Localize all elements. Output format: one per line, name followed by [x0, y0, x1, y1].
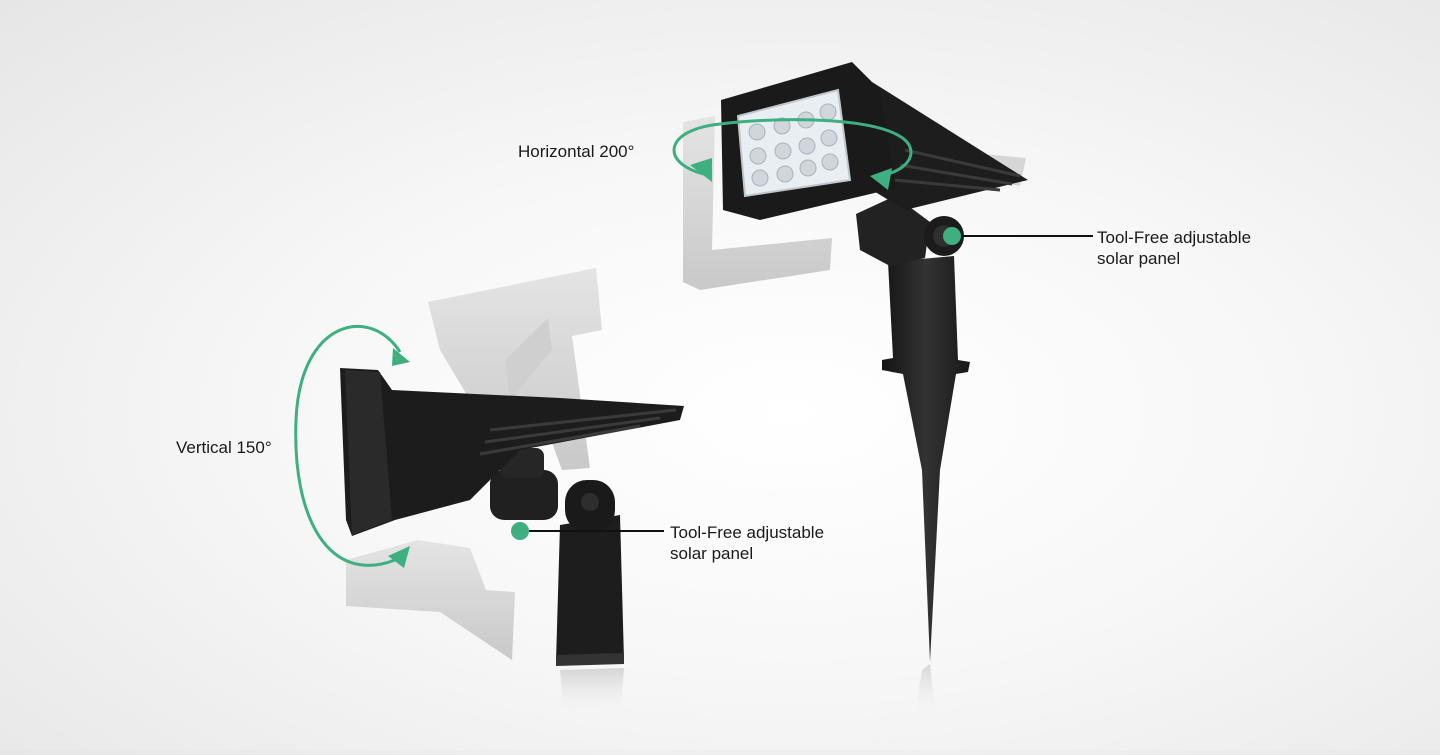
callout-dot-bottom [511, 522, 529, 540]
solar-panel-right [872, 82, 1028, 210]
callout-label-bottom: Tool-Free adjustable solar panel [670, 522, 824, 564]
horizontal-rotation-arrow [672, 118, 913, 178]
vertical-rotation-label: Vertical 150° [176, 437, 272, 458]
horizontal-label-text: Horizontal 200° [518, 142, 635, 161]
lamp-head-left [340, 368, 684, 536]
callout-top-line1: Tool-Free adjustable [1097, 228, 1252, 247]
vertical-rotation-arrow [294, 324, 402, 567]
ground-stake [882, 256, 970, 720]
callout-label-top: Tool-Free adjustable solar panel [1097, 227, 1251, 269]
callout-top-line2: solar panel [1097, 249, 1181, 268]
vertical-arrowhead-bottom [388, 546, 410, 568]
callout-bottom-line1: Tool-Free adjustable [670, 523, 825, 542]
vertical-arrowhead-top [392, 348, 410, 366]
lamp-head-right [721, 62, 896, 220]
horizontal-arrowhead-left [690, 158, 712, 182]
wall-bracket-left [556, 480, 624, 720]
horizontal-rotation-label: Horizontal 200° [518, 141, 634, 162]
horizontal-arrowhead-right [870, 168, 892, 190]
callout-dot-top [943, 227, 961, 245]
vertical-label-text: Vertical 150° [176, 438, 272, 457]
callout-bottom-line2: solar panel [670, 544, 754, 563]
